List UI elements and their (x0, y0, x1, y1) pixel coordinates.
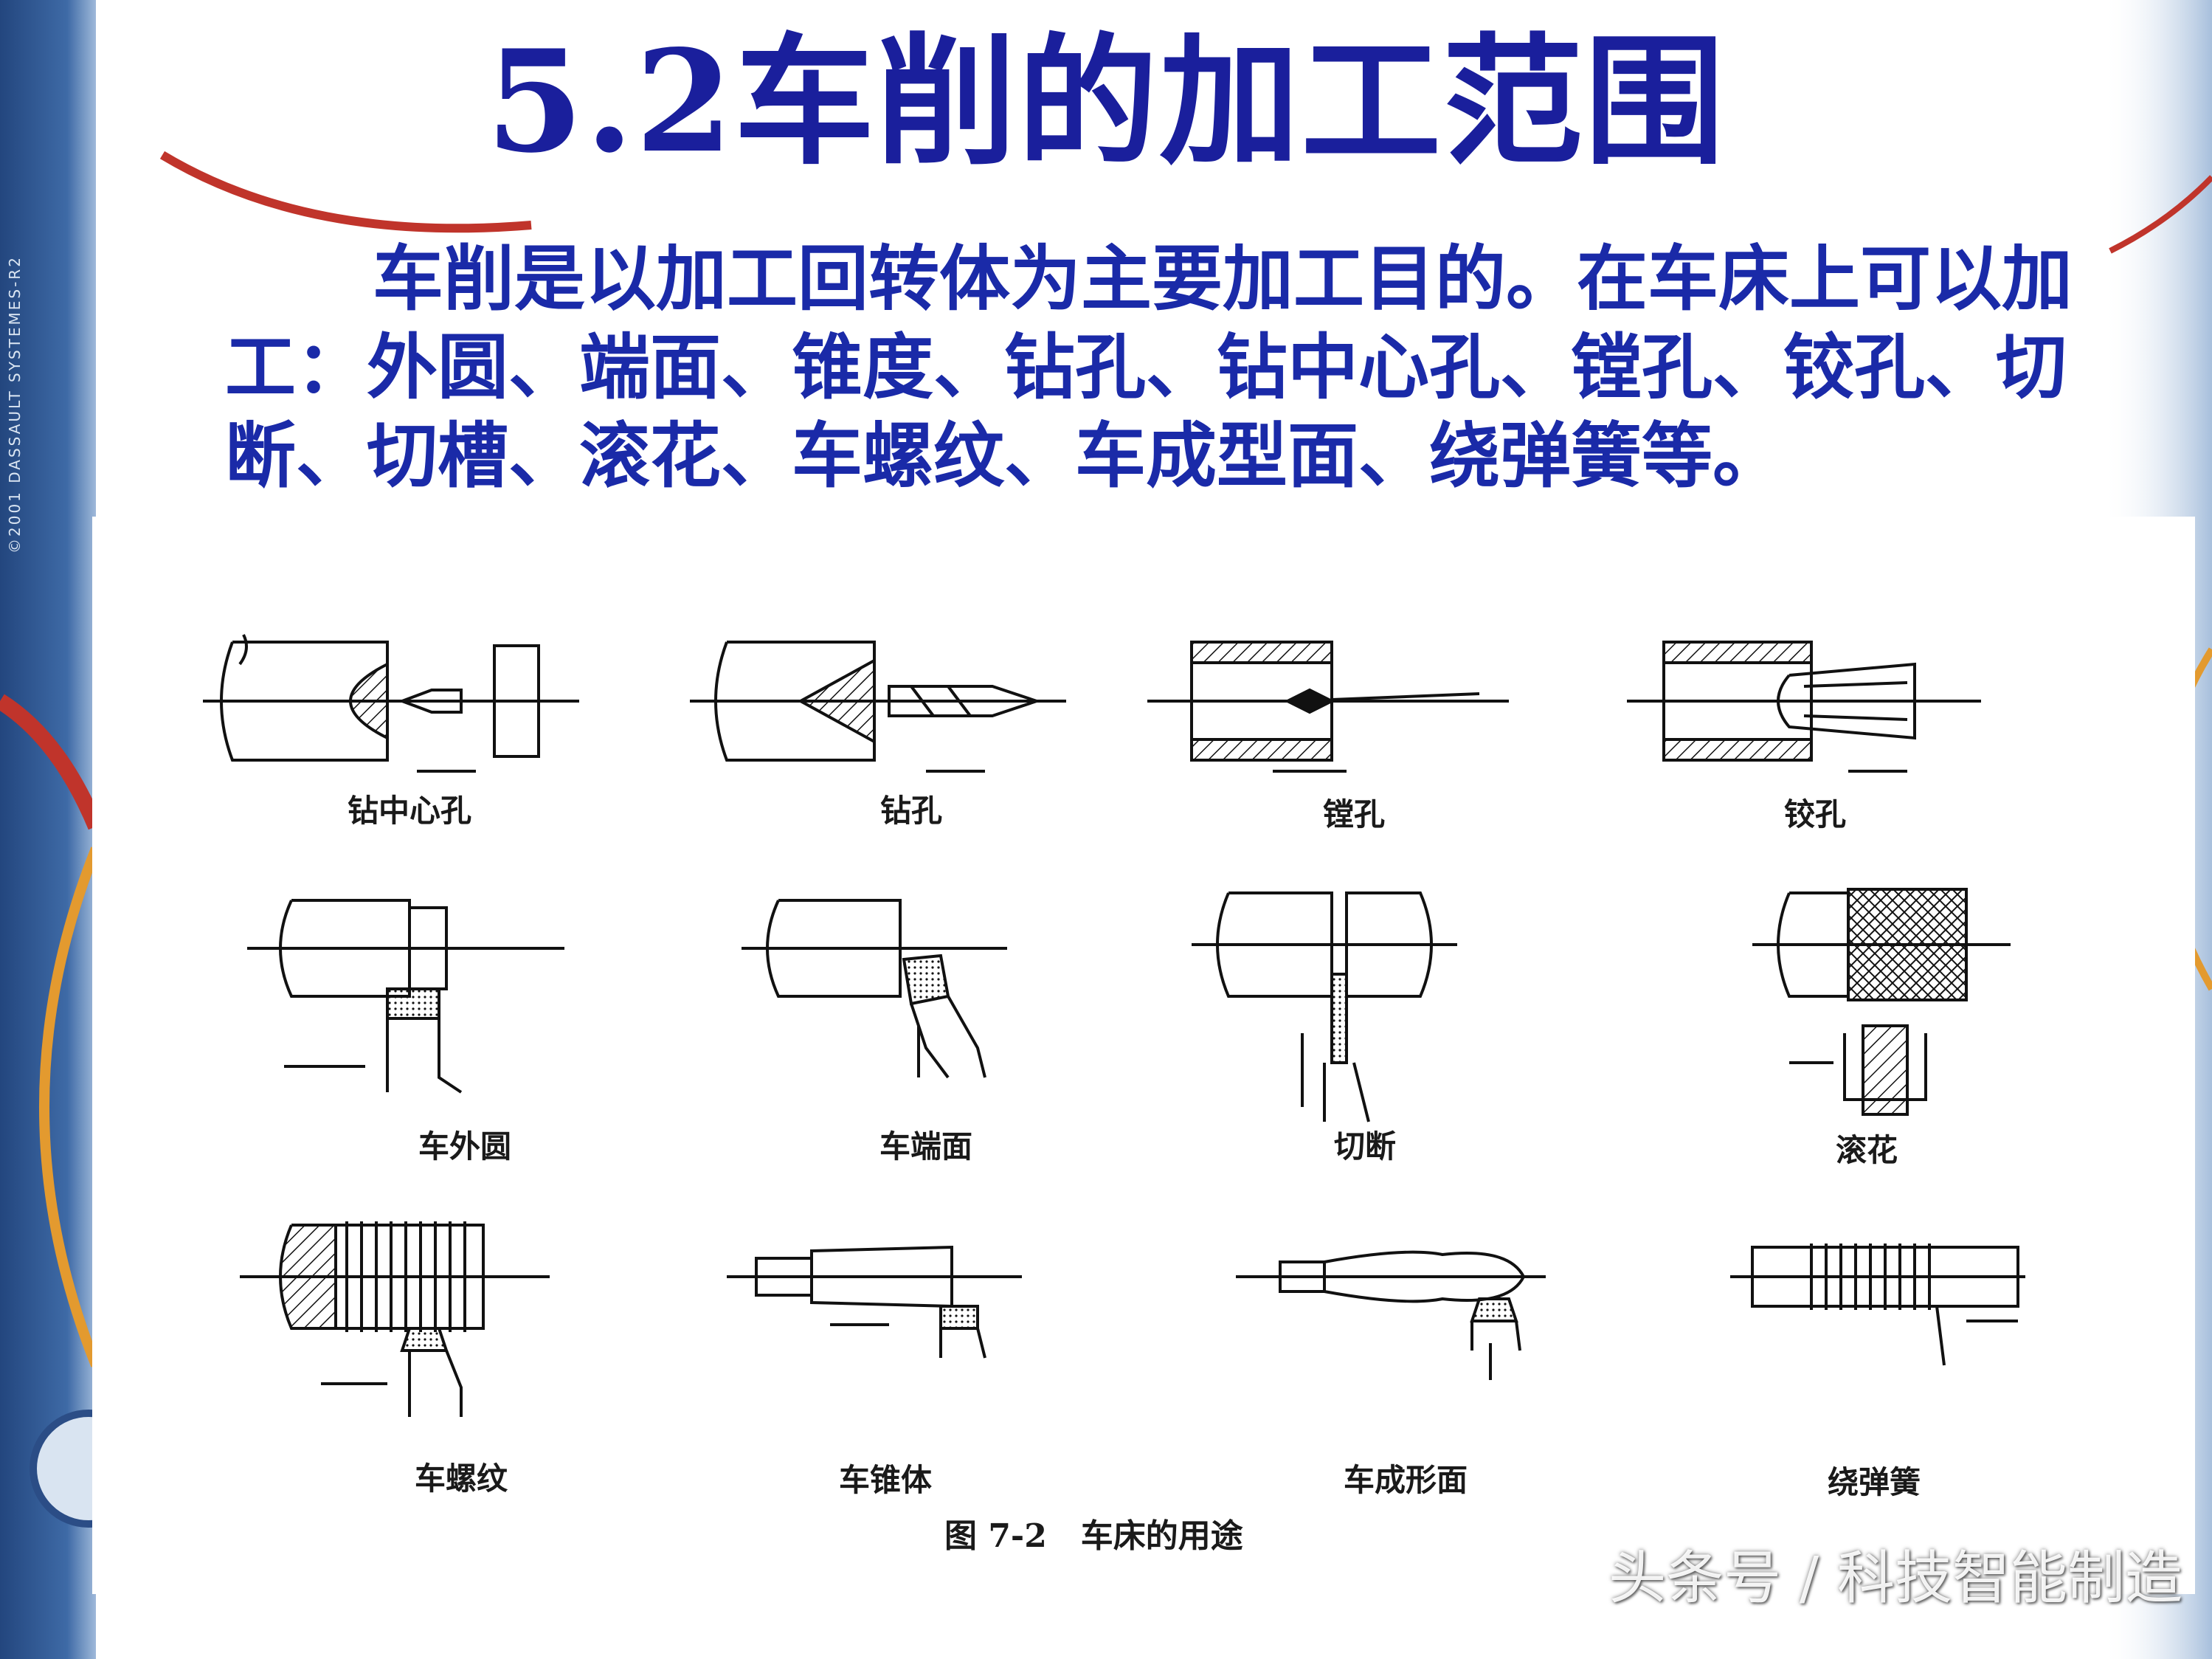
thread-cutting-sketch (240, 1221, 550, 1417)
left-red-streak (0, 694, 104, 830)
label-outer-turning: 车外圆 (418, 1128, 512, 1165)
label-form-turning: 车成形面 (1343, 1462, 1468, 1498)
drilling-sketch (690, 641, 1066, 773)
label-thread-cutting: 车螺纹 (414, 1460, 508, 1497)
label-parting-off: 切断 (1333, 1128, 1397, 1165)
label-spring-coiling: 绕弹簧 (1827, 1464, 1921, 1500)
label-taper-turning: 车锥体 (838, 1462, 933, 1498)
label-drill-center-hole: 钻中心孔 (347, 793, 472, 829)
label-drilling: 钻孔 (879, 793, 943, 829)
reaming-sketch (1627, 641, 1981, 773)
right-swoosh (2109, 175, 2212, 254)
knurling-sketch (1752, 888, 2011, 1116)
left-sidebar-band (0, 0, 96, 1659)
slide-title: 5.2车削的加工范围 (485, 19, 1727, 184)
paragraph-text: 车削是以加工回转体为主要加工目的。在车床上可以加工：外圆、端面、锥度、钻孔、钻中… (225, 238, 2073, 497)
outer-turning-sketch (247, 899, 564, 1094)
left-orange-arc (39, 846, 101, 1367)
figure-caption: 图 7-2 车床的用途 (944, 1517, 1243, 1555)
sidebar-copyright: ©2001 DASSAULT SYSTEMES-R2 (6, 255, 24, 553)
label-facing: 车端面 (879, 1128, 973, 1165)
label-boring: 镗孔 (1322, 796, 1386, 832)
label-knurling: 滚花 (1835, 1132, 1898, 1168)
taper-turning-sketch (727, 1245, 1022, 1359)
watermark: 头条号 / 科技智能制造 (1608, 1545, 2182, 1612)
spring-coiling-sketch (1730, 1244, 2025, 1366)
title-swoosh (159, 151, 532, 233)
drill-center-hole-sketch (203, 634, 579, 773)
boring-sketch (1147, 641, 1509, 773)
intro-paragraph: 车削是以加工回转体为主要加工目的。在车床上可以加工：外圆、端面、锥度、钻孔、钻中… (225, 235, 2114, 500)
lathe-uses-figure: 钻中心孔 钻孔 镗孔 铰孔 车外圆 车端面 切断 滚花 车螺纹 车锥体 车成形面… (92, 517, 2195, 1594)
lathe-operations-diagram (203, 634, 2025, 1417)
parting-off-sketch (1192, 891, 1457, 1122)
form-turning-sketch (1236, 1250, 1546, 1380)
facing-sketch (742, 899, 1007, 1079)
label-reaming: 铰孔 (1783, 796, 1847, 832)
